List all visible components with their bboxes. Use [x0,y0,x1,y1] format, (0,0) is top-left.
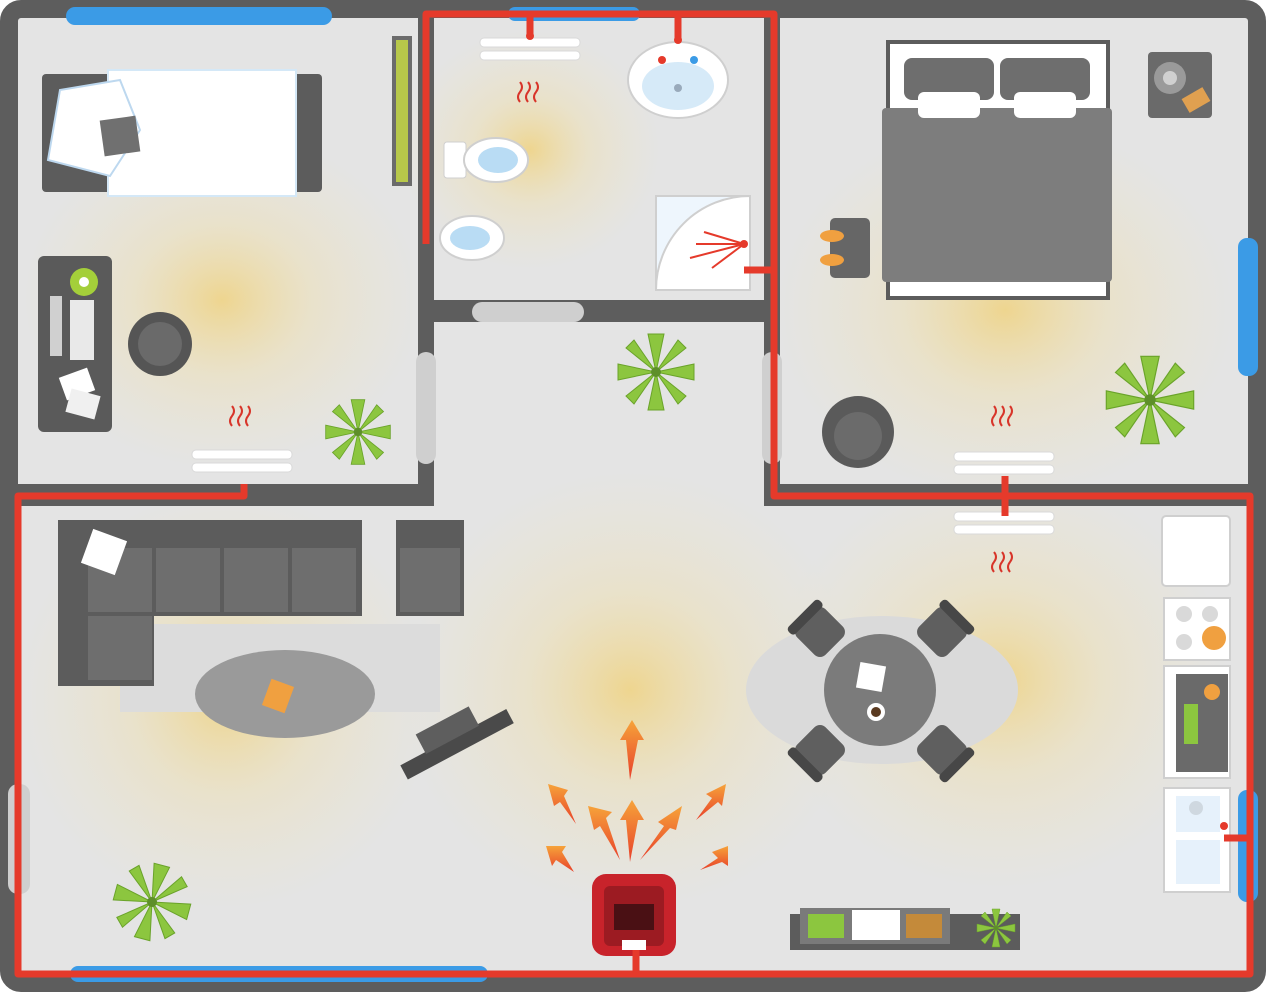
toilet-icon [443,137,529,183]
bathroom [439,37,751,291]
heating-pipe [14,10,1254,978]
wall-shelf-icon [392,36,412,186]
sideboard-icon [790,908,1020,950]
bidet-icon [439,215,505,261]
heat-arrow-icon [700,846,728,870]
dishwasher-icon [1163,787,1231,893]
sofa-icon [58,520,362,686]
armchair-icon [822,396,894,468]
armchair-icon [396,520,464,616]
heat-arrow-icon [620,720,644,780]
oven-icon [1163,665,1231,779]
window [66,7,332,25]
plant-icon [325,399,391,465]
chair-icon [128,312,192,376]
window [1238,238,1258,376]
bedroom-master [820,40,1212,475]
heat-arrow-icon [696,784,726,820]
heat-arrow-icon [620,800,644,862]
sink-icon [627,41,729,119]
nightstand-icon [1148,52,1212,118]
coffee-table-icon [195,650,375,738]
bedroom-small [38,36,412,473]
slippers-icon [820,218,870,278]
heat-arrow-icon [548,784,576,824]
plant-icon [617,333,695,411]
heat-arrow-icon [546,846,574,872]
stove-icon [1163,597,1231,661]
fridge-icon [1161,515,1231,587]
bed-icon [42,69,322,197]
heat-arrow-icon [640,806,682,860]
dining-table-icon [786,598,976,784]
boiler-icon [592,874,676,956]
shower-icon [654,194,751,291]
desk-icon [38,256,112,432]
double-bed-icon [882,40,1112,300]
pipe-valves [526,32,1228,830]
hallway [617,333,695,411]
tv-icon [400,706,514,780]
plant-icon [1105,355,1195,445]
heat-arrows [546,720,728,872]
living-kitchen [58,511,1231,956]
heat-arrow-icon [588,806,620,860]
